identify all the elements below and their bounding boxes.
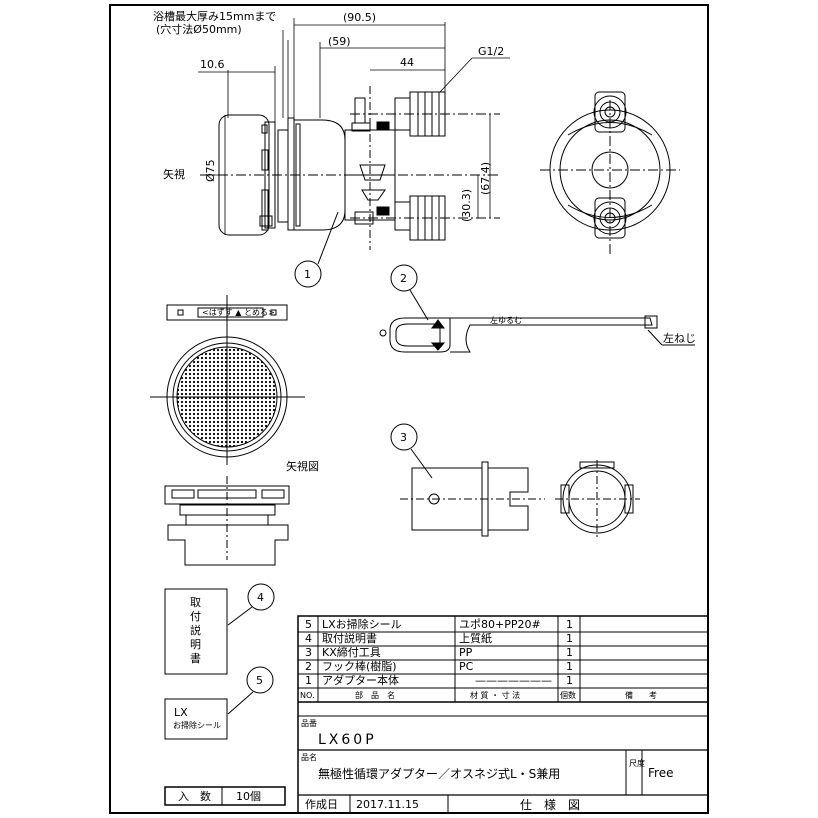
dim-67: (67.4) — [479, 162, 492, 195]
dimension-lines — [198, 18, 510, 235]
view-arrow-label: 矢視 — [163, 167, 185, 181]
svg-text:1: 1 — [566, 674, 573, 687]
parts-table — [297, 615, 709, 814]
product-name: 無極性循環アダプター／オスネジ式L・S兼用 — [318, 766, 560, 781]
seal-box: LX お掃除シール — [164, 698, 228, 740]
grille-section-view — [164, 476, 290, 566]
dim-59: (59) — [328, 35, 351, 48]
svg-text:尺度: 尺度 — [629, 758, 645, 768]
svg-text:1: 1 — [566, 618, 573, 631]
svg-text:上質紙: 上質紙 — [459, 631, 492, 645]
date-value: 2017.11.15 — [356, 798, 419, 811]
svg-text:3: 3 — [305, 646, 312, 659]
tool-view — [400, 460, 640, 540]
view-drawing-label: 矢視図 — [286, 459, 319, 473]
svg-text:個数: 個数 — [560, 690, 576, 700]
hook-bar — [379, 315, 658, 353]
qty-box: 入 数 10個 — [164, 786, 286, 806]
svg-text:部 品 名: 部 品 名 — [355, 690, 395, 700]
scale-value: Free — [648, 766, 673, 780]
svg-text:材 質 ・ 寸 法: 材 質 ・ 寸 法 — [470, 690, 520, 700]
svg-text:書: 書 — [190, 651, 201, 665]
side-view — [200, 86, 500, 250]
balloon-4: 4 — [227, 583, 275, 626]
svg-text:ユポ80+PP20#: ユポ80+PP20# — [459, 618, 541, 631]
svg-text:3: 3 — [400, 431, 407, 444]
dim-thread: G1/2 — [478, 45, 504, 58]
svg-text:付: 付 — [190, 610, 201, 623]
hook-text: 左ゆるむ — [490, 315, 522, 325]
title-block: 品番 LX60P 品名 無極性循環アダプター／オスネジ式L・S兼用 尺度 Fre… — [301, 718, 673, 812]
svg-text:入 数: 入 数 — [178, 790, 211, 803]
svg-text:LX: LX — [174, 706, 188, 719]
dim-note-2: (穴寸法Ø50mm) — [156, 22, 242, 36]
svg-text:アダプター本体: アダプター本体 — [322, 673, 399, 687]
dim-dia75: Ø75 — [204, 159, 217, 182]
svg-text:4: 4 — [305, 632, 312, 645]
svg-text:備 考: 備 考 — [625, 690, 657, 700]
svg-text:フック棒(樹脂): フック棒(樹脂) — [322, 659, 397, 673]
balloon-1: 1 — [294, 211, 339, 288]
parts-rows: 5 LXお掃除シール ユポ80+PP20# 1 4 取付説明書 上質紙 1 3 … — [300, 617, 657, 700]
svg-text:作成日: 作成日 — [305, 798, 338, 811]
svg-text:2: 2 — [305, 660, 312, 673]
svg-text:NO.: NO. — [300, 691, 315, 700]
dim-30: (30.3) — [460, 189, 473, 222]
balloon-2: 2 — [390, 264, 429, 321]
dim-10: 10.6 — [200, 58, 225, 71]
svg-text:PC: PC — [459, 660, 474, 673]
svg-text:取: 取 — [190, 596, 201, 609]
dim-note-1: 浴槽最大厚み15mmまで — [153, 9, 276, 23]
balloon-5: 5 — [227, 666, 274, 715]
svg-text:1: 1 — [305, 674, 312, 687]
left-thread-label: 左ねじ — [663, 332, 696, 345]
svg-text:お掃除シール: お掃除シール — [173, 720, 221, 730]
svg-text:1: 1 — [304, 268, 311, 281]
rear-view — [540, 91, 680, 255]
tape-text: <はずす ▲ とめる> — [202, 307, 275, 317]
svg-text:———————: ——————— — [475, 674, 552, 687]
model-number: LX60P — [318, 732, 377, 748]
svg-text:4: 4 — [257, 591, 264, 604]
svg-text:1: 1 — [566, 632, 573, 645]
svg-text:品名: 品名 — [301, 752, 317, 762]
svg-text:1: 1 — [566, 646, 573, 659]
svg-text:KX締付工具: KX締付工具 — [322, 645, 381, 659]
svg-text:LXお掃除シール: LXお掃除シール — [322, 617, 402, 631]
dim-44: 44 — [400, 56, 414, 69]
dim-90: (90.5) — [343, 11, 376, 24]
doc-type: 仕 様 図 — [520, 798, 580, 812]
manual-box: 取 付 説 明 書 — [164, 588, 228, 675]
svg-text:取付説明書: 取付説明書 — [322, 631, 377, 645]
svg-text:品番: 品番 — [301, 718, 317, 728]
svg-text:明: 明 — [190, 638, 201, 651]
svg-text:1: 1 — [566, 660, 573, 673]
svg-text:説: 説 — [190, 623, 201, 637]
svg-text:10個: 10個 — [236, 790, 261, 803]
svg-text:5: 5 — [256, 674, 263, 687]
grille-front-view — [150, 295, 305, 465]
svg-text:2: 2 — [400, 272, 407, 285]
svg-text:5: 5 — [305, 618, 312, 631]
svg-text:PP: PP — [459, 646, 473, 659]
balloon-3: 3 — [390, 423, 433, 479]
